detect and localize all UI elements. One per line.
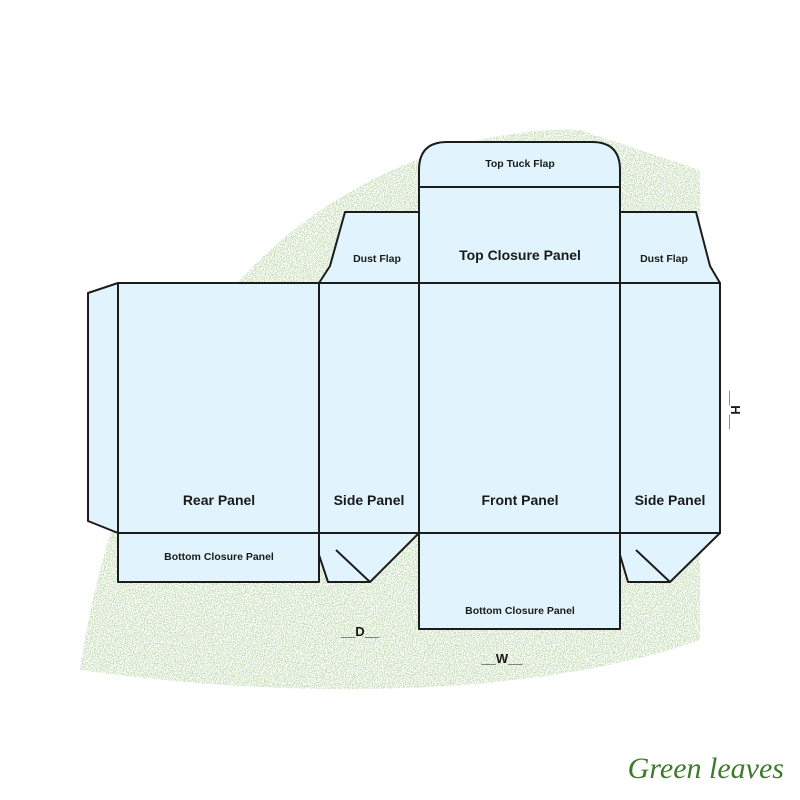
top-closure-panel — [418, 186, 621, 284]
dust-flap-right — [619, 211, 721, 284]
rear-panel — [117, 282, 320, 534]
width-dimension-label: __W__ — [480, 651, 523, 666]
bottom-lock-flap-right — [619, 532, 721, 583]
depth-dimension-label: __D__ — [340, 624, 380, 639]
top-tuck-flap — [418, 141, 621, 188]
bottom-closure-panel-left — [117, 532, 320, 583]
bottom-lock-flap-left — [318, 532, 420, 583]
glue-flap — [87, 282, 119, 534]
dust-flap-right-label: Dust Flap — [640, 253, 688, 265]
front-panel-label: Front Panel — [481, 492, 558, 508]
bottom-closure-panel-center — [418, 532, 621, 630]
bottom-closure-panel-center-label: Bottom Closure Panel — [465, 605, 575, 617]
green-leaves-watermark: Green leaves — [627, 752, 784, 785]
dust-flap-left-label: Dust Flap — [353, 253, 401, 265]
top-tuck-flap-label: Top Tuck Flap — [485, 158, 555, 170]
side-panel-right-label: Side Panel — [635, 492, 706, 508]
height-dimension-label: __H__ — [728, 390, 743, 430]
bottom-closure-panel-left-label: Bottom Closure Panel — [164, 551, 274, 563]
side-panel-right — [619, 282, 721, 534]
lock-flap-left-crease — [335, 549, 371, 583]
top-closure-panel-label: Top Closure Panel — [459, 247, 581, 263]
rear-panel-label: Rear Panel — [183, 492, 255, 508]
front-panel — [418, 282, 621, 534]
lock-flap-right-crease — [635, 549, 671, 583]
side-panel-left-label: Side Panel — [334, 492, 405, 508]
dust-flap-left — [318, 211, 420, 284]
dieline-panels — [87, 141, 721, 630]
